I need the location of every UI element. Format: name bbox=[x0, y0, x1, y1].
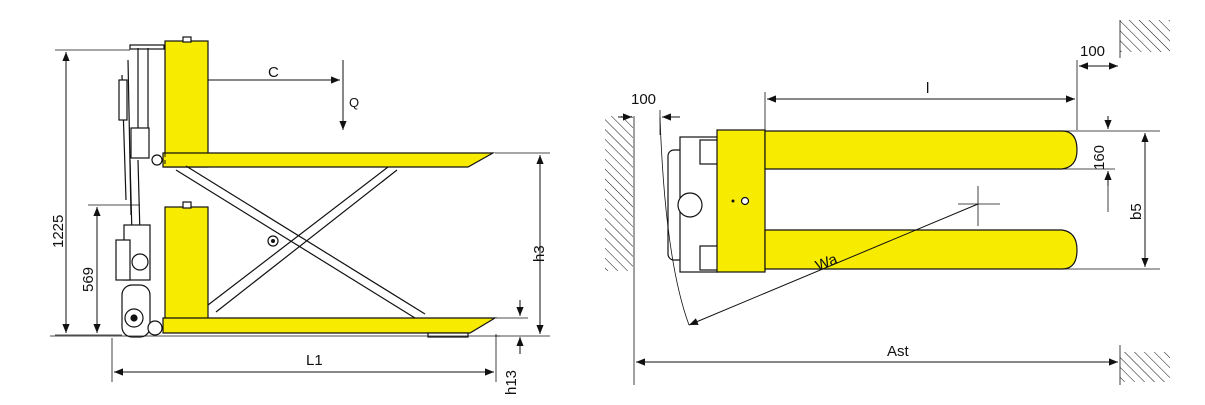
bottom-right-wall-hatch bbox=[1120, 352, 1170, 382]
dim-l-label: l bbox=[926, 80, 929, 97]
steer-head bbox=[667, 136, 719, 273]
left-wall-hatch bbox=[605, 116, 633, 271]
load-Q-label: Q bbox=[349, 95, 359, 110]
dim-569-label: 569 bbox=[80, 267, 97, 292]
lowered-fork bbox=[162, 317, 498, 334]
dim-L1-label: L1 bbox=[306, 352, 323, 369]
dim-160-label: 160 bbox=[1091, 145, 1108, 170]
mast bbox=[115, 44, 165, 281]
top-view: Wa 100 l 100 160 b5 Ast bbox=[605, 20, 1170, 385]
raised-fork bbox=[162, 152, 496, 168]
raised-load-back bbox=[164, 40, 209, 168]
steer-wheel bbox=[121, 284, 163, 338]
dim-b5-label: b5 bbox=[1128, 203, 1145, 220]
lowered-load-back bbox=[164, 206, 209, 320]
dim-C-label: C bbox=[268, 64, 279, 81]
dim-h13-label: h13 bbox=[503, 370, 520, 395]
dim-Ast-label: Ast bbox=[887, 343, 910, 360]
dim-left-100-label: 100 bbox=[631, 91, 656, 108]
dim-h3-label: h3 bbox=[531, 245, 548, 262]
top-fork-lower bbox=[764, 229, 1078, 270]
side-view: C Q 1225 569 h3 h13 L1 bbox=[50, 36, 550, 395]
dim-1225-label: 1225 bbox=[50, 215, 67, 248]
dim-right-100-label: 100 bbox=[1080, 43, 1105, 60]
top-fork-upper bbox=[764, 130, 1078, 170]
scissor-lift bbox=[175, 165, 426, 319]
top-right-wall-hatch bbox=[1120, 20, 1170, 52]
